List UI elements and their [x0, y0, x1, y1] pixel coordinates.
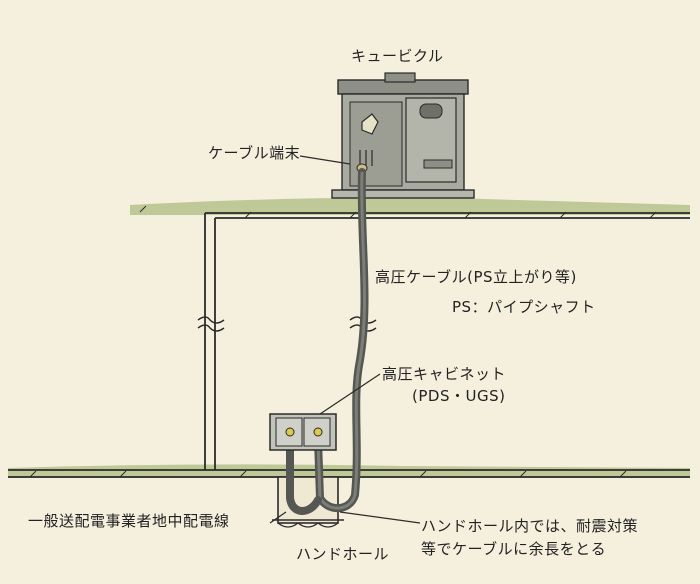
cabinet-types-label: (PDS・UGS)	[412, 387, 506, 405]
hv-cabinet-label: 高圧キャビネット	[382, 365, 507, 383]
handhole-label: ハンドホール	[296, 545, 390, 563]
handhole-pit	[272, 476, 344, 528]
ground-grass-top	[130, 197, 690, 215]
handhole-note-line2: 等でケーブルに余長をとる	[421, 540, 607, 558]
cubicle-label: キュービクル	[351, 47, 444, 65]
utility-cable	[286, 436, 322, 515]
leader-lines	[269, 155, 421, 524]
cubicle-box	[331, 72, 475, 199]
hv-cable-label: 高圧ケーブル(PS立上がり等)	[375, 268, 577, 286]
cable-terminal-label: ケーブル端末	[208, 144, 301, 162]
ground-grass-bottom	[8, 464, 690, 478]
ps-note-label: PS：パイプシャフト	[452, 298, 596, 316]
utility-line-label: 一般送配電事業者地中配電線	[28, 512, 230, 530]
slab-hatching	[29, 205, 657, 478]
building-wall	[8, 212, 690, 478]
break-marks	[197, 316, 377, 332]
hv-cabinet	[269, 413, 337, 451]
handhole-note-line1: ハンドホール内では、耐震対策	[421, 517, 639, 535]
